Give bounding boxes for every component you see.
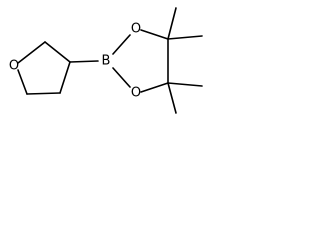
methyl-groups — [167, 7, 203, 114]
bond-o-bottom-b — [112, 67, 131, 88]
methyl-top-up — [167, 7, 177, 40]
structure-diagram: O B O O — [0, 0, 214, 120]
bond-c2-c3 — [26, 92, 61, 95]
atom-label-boron: B — [102, 54, 111, 69]
atom-label-oxygen-bottom: O — [131, 86, 141, 101]
atom-label-thf-oxygen: O — [9, 59, 19, 74]
bond-o-c2 — [17, 69, 28, 95]
bond-c4-c5 — [44, 41, 71, 63]
methyl-bottom-right — [167, 82, 203, 87]
methyl-top-right — [167, 35, 203, 40]
methyl-bottom-down — [167, 82, 177, 114]
bond-c3-c4 — [59, 61, 71, 94]
bond-c5-o — [17, 41, 46, 64]
bond-c-b — [69, 60, 99, 63]
bond-o-top-c — [140, 29, 169, 40]
dioxaborolane-ring — [112, 29, 169, 93]
bond-c-o-bottom — [140, 82, 169, 93]
atom-label-oxygen-top: O — [131, 22, 141, 37]
molecule-drawing: O B O O — [9, 7, 203, 114]
thf-ring — [17, 41, 71, 95]
bond-b-o-top — [112, 34, 131, 55]
